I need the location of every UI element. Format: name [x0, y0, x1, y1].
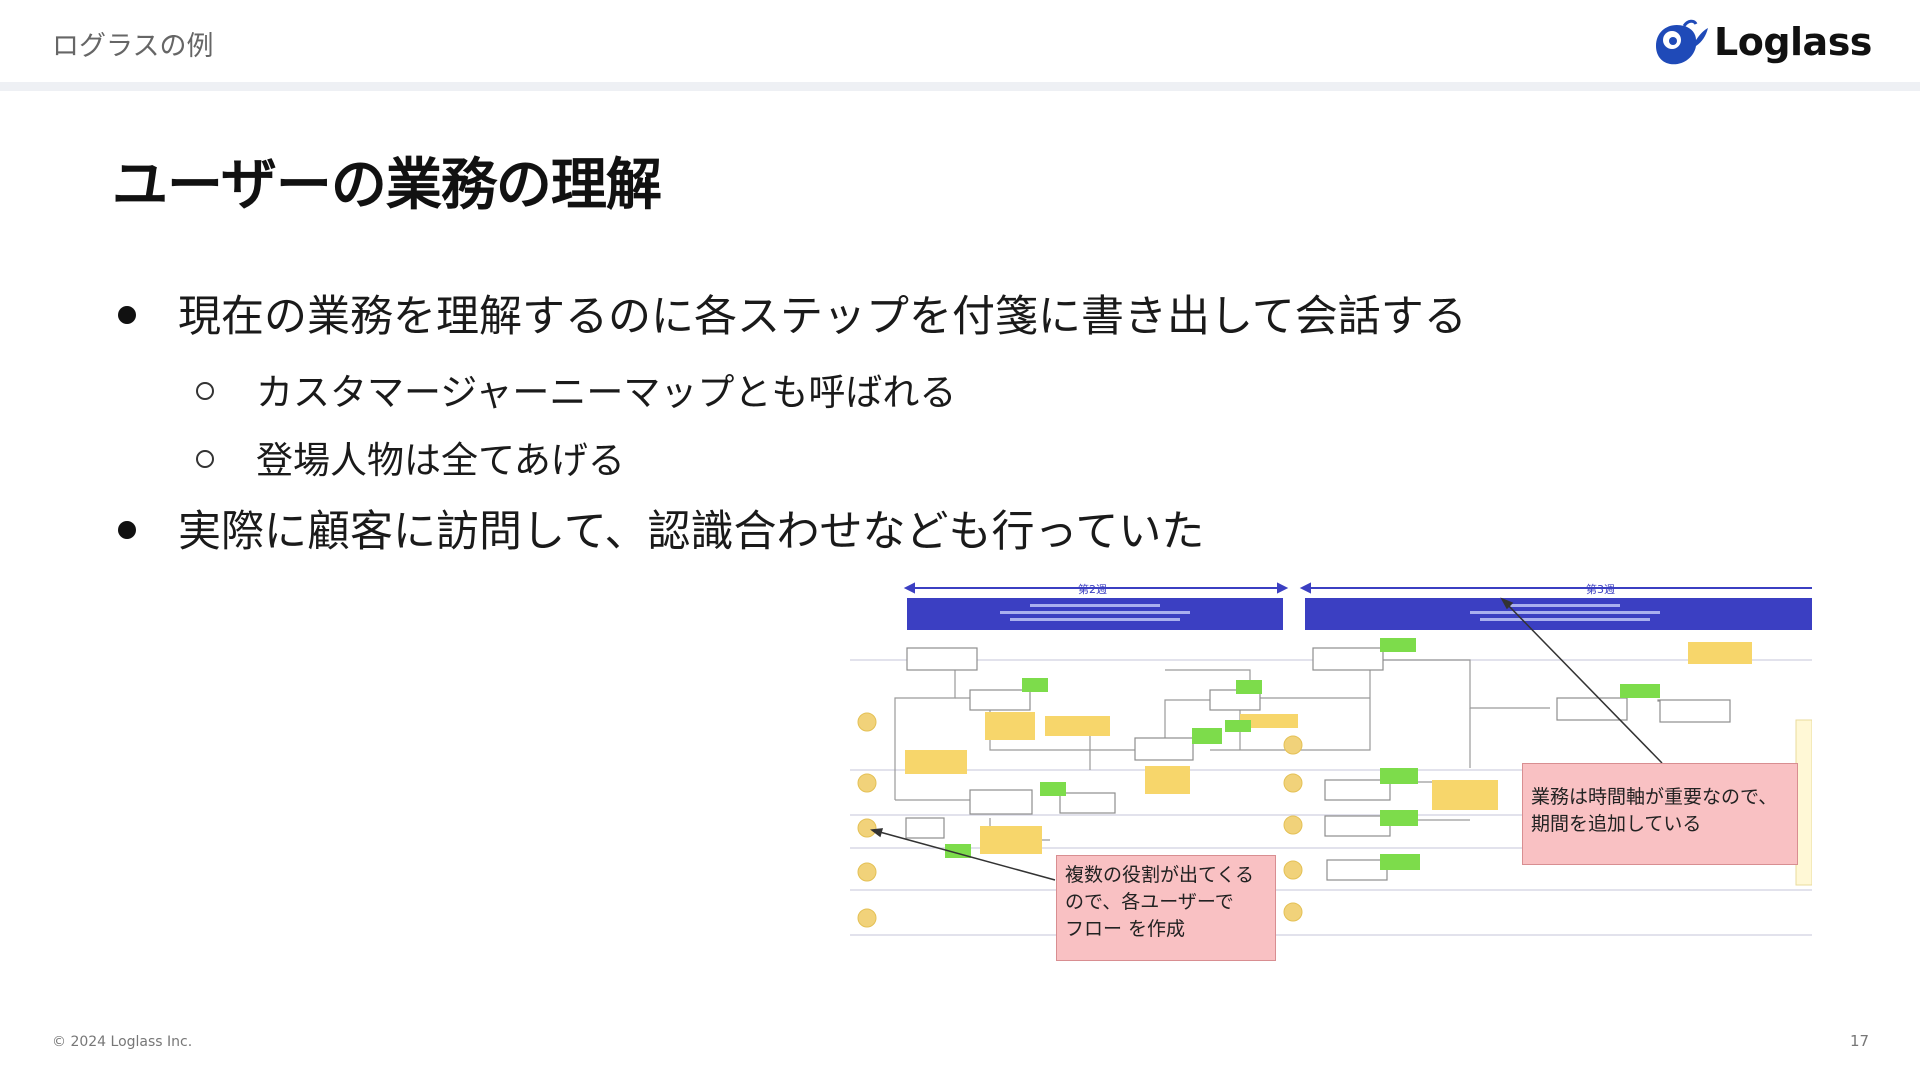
week-label: 第3週	[1586, 582, 1615, 596]
footer-copyright: © 2024 Loglass Inc.	[52, 1034, 193, 1050]
sub-bullet-item: カスタマージャーニーマップとも呼ばれる	[196, 362, 956, 416]
week-label: 第2週	[1078, 582, 1107, 596]
callout-roles: 複数の役割が出てくる ので、各ユーザーで フロー を作成	[1056, 855, 1276, 961]
header-section-label: ログラスの例	[52, 31, 214, 62]
bullet-item: 現在の業務を理解するのに各ステップを付箋に書き出して会話する	[118, 282, 1467, 344]
callout-line: 業務は時間軸が重要なので、	[1531, 786, 1778, 808]
sub-bullet-text: カスタマージャーニーマップとも呼ばれる	[256, 371, 957, 414]
logo: Loglass	[1648, 14, 1872, 70]
page-number: 17	[1850, 1032, 1870, 1050]
logo-text: Loglass	[1714, 20, 1872, 64]
bullet-text: 実際に顧客に訪問して、認識合わせなども行っていた	[178, 507, 1205, 557]
bullet-item: 実際に顧客に訪問して、認識合わせなども行っていた	[118, 497, 1204, 559]
sub-bullet-ring-icon	[196, 450, 214, 468]
sub-bullet-item: 登場人物は全てあげる	[196, 430, 625, 484]
whale-logo-icon	[1656, 19, 1708, 65]
callout-line: 複数の役割が出てくる	[1065, 864, 1255, 886]
journey-map-figure: 第2週 第3週	[850, 580, 1812, 990]
header-divider	[0, 82, 1920, 91]
callout-time-axis: 業務は時間軸が重要なので、 期間を追加している	[1522, 763, 1798, 865]
slide-title: ユーザーの業務の理解	[112, 153, 662, 218]
sub-bullet-ring-icon	[196, 382, 214, 400]
bullet-dot-icon	[118, 306, 136, 324]
callout-line: 期間を追加している	[1531, 813, 1702, 835]
callout-line: ので、各ユーザーで	[1065, 891, 1234, 913]
callout-line: フロー を作成	[1065, 918, 1186, 940]
bullet-text: 現在の業務を理解するのに各ステップを付箋に書き出して会話する	[178, 292, 1467, 342]
journey-map-diagram: 第2週 第3週	[850, 582, 1812, 936]
bullet-dot-icon	[118, 521, 136, 539]
sub-bullet-text: 登場人物は全てあげる	[256, 439, 625, 482]
